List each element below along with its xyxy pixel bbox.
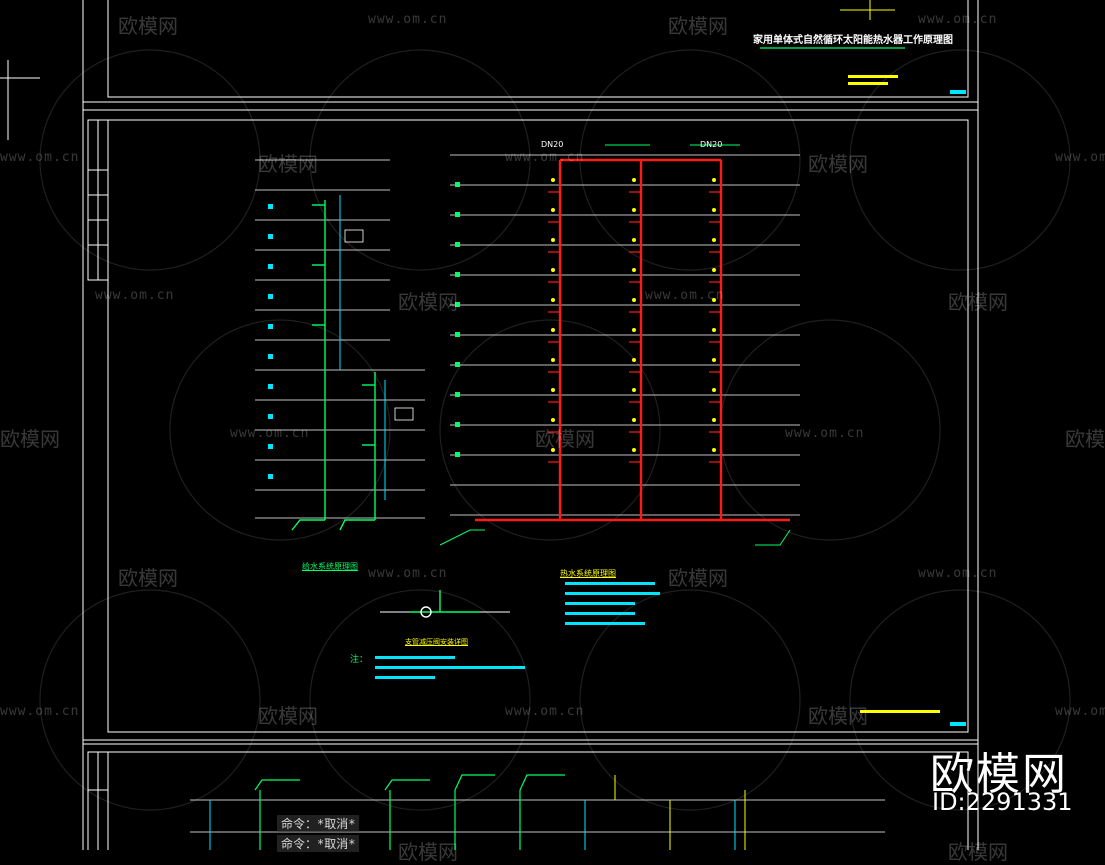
right-diagram-title: 热水系统原理图 <box>560 569 616 578</box>
watermark-url: www.om.cn <box>0 150 80 165</box>
watermark-url: www.om.cn <box>918 566 998 581</box>
watermark-brand: 欧模网 <box>948 840 1008 864</box>
watermark-brand: 欧模网 <box>118 14 178 38</box>
watermark-brand: 欧模网 <box>398 290 458 314</box>
command-line-history: 命令：*取消* <box>277 835 360 852</box>
watermark-brand: 欧模网 <box>808 704 868 728</box>
watermark-url: www.om.cn <box>368 566 448 581</box>
command-line-history: 命令：*取消* <box>277 815 360 832</box>
watermark-url: www.om.cn <box>785 426 865 441</box>
watermark-url: www.om.cn <box>645 288 725 303</box>
watermark-brand: 欧模网 <box>1065 427 1105 451</box>
watermark-url: www.om.cn <box>1055 704 1105 719</box>
top-sheet-title: 家用单体式自然循环太阳能热水器工作原理图 <box>753 35 953 46</box>
watermark-url: www.om.cn <box>0 704 80 719</box>
watermark-brand: 欧模网 <box>258 704 318 728</box>
watermark-url: www.om.cn <box>505 150 585 165</box>
watermark-brand: 欧模网 <box>118 566 178 590</box>
watermark-url: www.om.cn <box>95 288 175 303</box>
watermark-url: www.om.cn <box>368 12 448 27</box>
valve-detail-title: 支管减压阀安装详图 <box>405 638 468 646</box>
watermark-brand: 欧模网 <box>398 840 458 864</box>
notes-heading: 注： <box>350 655 369 665</box>
left-diagram-title: 给水系统原理图 <box>302 562 358 571</box>
watermark-url: www.om.cn <box>505 704 585 719</box>
pipe-label-dn20-right: DN20 <box>700 140 723 149</box>
watermark-brand: 欧模网 <box>0 427 60 451</box>
watermark-brand: 欧模网 <box>258 152 318 176</box>
watermark-brand: 欧模网 <box>535 427 595 451</box>
watermark-brand: 欧模网 <box>948 290 1008 314</box>
watermark-url: www.om.cn <box>230 426 310 441</box>
watermark-url: www.om.cn <box>1055 150 1105 165</box>
watermark-brand: 欧模网 <box>808 152 868 176</box>
asset-id: ID:2291331 <box>932 788 1073 816</box>
brand-logo: 欧模网 <box>930 749 1068 800</box>
watermark-brand: 欧模网 <box>668 14 728 38</box>
pipe-label-dn20-left: DN20 <box>541 140 564 149</box>
watermark-url: www.om.cn <box>918 12 998 27</box>
watermark-brand: 欧模网 <box>668 566 728 590</box>
